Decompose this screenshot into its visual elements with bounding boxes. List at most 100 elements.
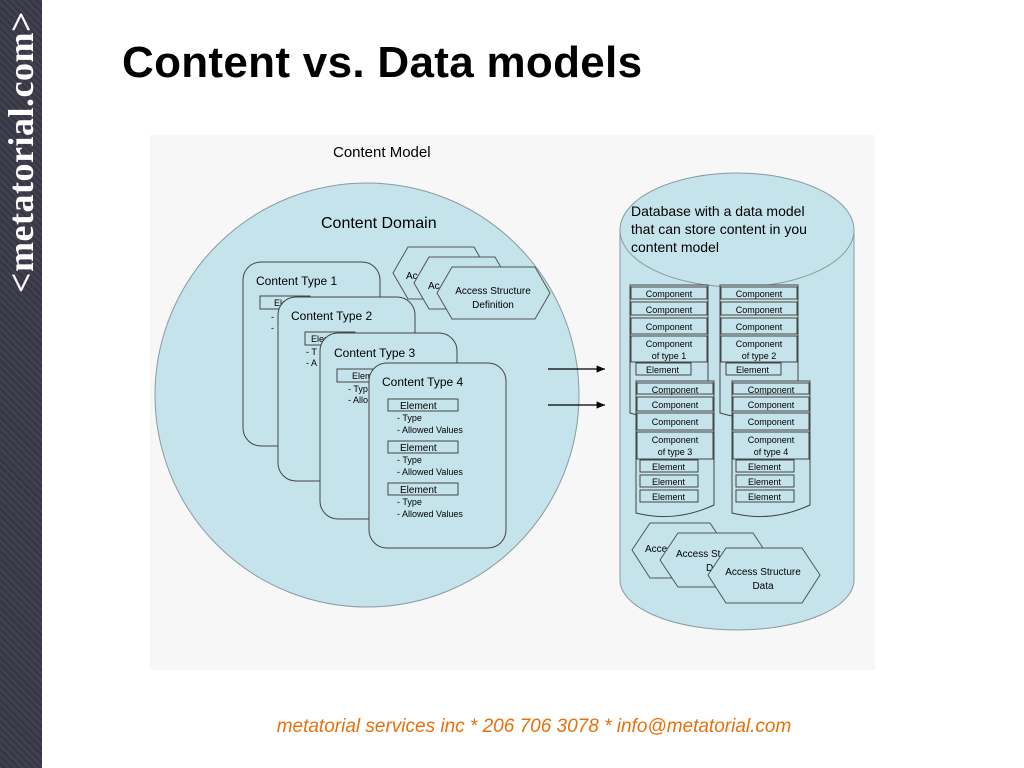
- access-structure-definition-stack: Acc Ac Access Structure Definition: [392, 246, 551, 320]
- doc4-component-typed-row: [732, 431, 810, 460]
- doc2-element-label: Element: [736, 365, 770, 375]
- doc2-component-label-3: Component: [736, 322, 783, 332]
- doc4-element-label-3: Element: [748, 492, 782, 502]
- ct4-type-3: - Type: [397, 497, 422, 507]
- doc3-element-label-2: Element: [652, 477, 686, 487]
- doc1-component-typed-row: [630, 335, 708, 363]
- doc3-component-label-3: Component: [652, 417, 699, 427]
- doc1-component-label-3: Component: [646, 322, 693, 332]
- doc3-element-box-2: [639, 474, 699, 488]
- access-def-back2-label: Ac: [428, 281, 440, 292]
- ct4-element-box-1: [387, 398, 459, 412]
- doc4-component-label-1: Component: [748, 385, 795, 395]
- ct2-type: - T: [306, 347, 317, 357]
- doc4-element-box-2: [735, 474, 795, 488]
- doc3-component-row-2: [636, 396, 714, 412]
- access-def-hexagon-front: [436, 266, 551, 320]
- doc3-element-box-1: [639, 459, 699, 473]
- content-type-2-title: Content Type 2: [291, 309, 372, 323]
- access-data-front-line2: Data: [752, 581, 774, 592]
- content-type-card-4: Content Type 4 Element - Type - Allowed …: [368, 362, 507, 549]
- doc1-component-label-1: Component: [646, 289, 693, 299]
- doc1-element-box: [635, 362, 692, 376]
- component-document-type-4: Component Component Component Component …: [731, 380, 811, 518]
- doc2-component-label-2: Component: [736, 305, 783, 315]
- ct4-element-box-2: [387, 440, 459, 454]
- doc2-component-typed-row: [720, 335, 798, 363]
- doc2-typed-label-1: Component: [736, 339, 783, 349]
- doc4-component-row-2: [732, 396, 810, 412]
- content-type-1-title: Content Type 1: [256, 274, 337, 288]
- database-caption-line3: content model: [631, 239, 719, 255]
- footer-contact: metatorial services inc * 206 706 3078 *…: [276, 716, 792, 737]
- component-document-type-2: Component Component Component Component …: [719, 284, 799, 418]
- doc4-typed-label-2: of type 4: [754, 447, 789, 457]
- doc4-element-box-1: [735, 459, 795, 473]
- doc3-typed-label-1: Component: [652, 435, 699, 445]
- doc3-element-box-3: [639, 489, 699, 503]
- ct4-element-box-3: [387, 482, 459, 496]
- doc1-typed-label-2: of type 1: [652, 351, 687, 361]
- doc1-component-row-3: [630, 317, 708, 335]
- access-data-front-line1: Access Structure: [725, 567, 801, 578]
- access-data-back1-label: Acces: [645, 544, 672, 555]
- doc3-component-row-1: [636, 382, 714, 395]
- database-caption-line1: Database with a data model: [631, 203, 805, 219]
- ct3-allowed: - Allo: [348, 395, 368, 405]
- doc3-element-label-1: Element: [652, 462, 686, 472]
- access-def-front-line1: Access Structure: [455, 286, 531, 297]
- access-data-back2b-label: D: [706, 563, 713, 574]
- ct4-allowed-2: - Allowed Values: [397, 467, 463, 477]
- access-def-back1-label: Acc: [406, 271, 423, 282]
- content-type-4-title: Content Type 4: [382, 375, 463, 389]
- doc2-component-label-1: Component: [736, 289, 783, 299]
- doc4-component-row-1: [732, 382, 810, 395]
- ct4-allowed-1: - Allowed Values: [397, 425, 463, 435]
- doc3-component-label-1: Component: [652, 385, 699, 395]
- ct4-type-1: - Type: [397, 413, 422, 423]
- ct1-dash-1: -: [271, 312, 274, 322]
- doc2-typed-label-2: of type 2: [742, 351, 777, 361]
- content-vs-data-diagram: Content Model Content Domain Acc Ac Acce…: [150, 135, 875, 670]
- access-structure-data-stack: Acces Access St D Access Structure Data: [631, 522, 821, 604]
- doc1-component-label-2: Component: [646, 305, 693, 315]
- database-caption-line2: that can store content in you: [631, 221, 807, 237]
- doc4-element-box-3: [735, 489, 795, 503]
- ct1-element-label: Ele: [274, 298, 287, 308]
- component-document-type-3: Component Component Component Component …: [635, 380, 715, 518]
- slide-title: Content vs. Data models: [122, 38, 643, 87]
- doc3-component-typed-row: [636, 431, 714, 460]
- doc2-component-row-3: [720, 317, 798, 335]
- access-def-front-line2: Definition: [472, 300, 514, 311]
- ct4-element-label-2: Element: [400, 443, 437, 454]
- content-type-3-title: Content Type 3: [334, 346, 415, 360]
- doc3-component-row-3: [636, 412, 714, 431]
- doc4-component-row-3: [732, 412, 810, 431]
- doc1-element-label: Element: [646, 365, 680, 375]
- doc1-component-row-2: [630, 301, 708, 316]
- ct4-element-label-3: Element: [400, 485, 437, 496]
- doc2-component-row-1: [720, 286, 798, 300]
- sidebar-brand-strip: <metatorial.com>: [0, 0, 42, 768]
- doc2-component-row-2: [720, 301, 798, 316]
- doc2-element-box: [725, 362, 782, 376]
- content-domain-label: Content Domain: [321, 215, 437, 232]
- ct3-type: - Typ: [348, 384, 368, 394]
- content-type-4-box: [368, 362, 507, 549]
- ct4-element-label-1: Element: [400, 401, 437, 412]
- doc4-element-label-2: Element: [748, 477, 782, 487]
- ct2-allowed: - A: [306, 358, 317, 368]
- ct4-type-2: - Type: [397, 455, 422, 465]
- access-data-back2-label: Access St: [676, 549, 721, 560]
- doc4-typed-label-1: Component: [748, 435, 795, 445]
- doc4-component-label-3: Component: [748, 417, 795, 427]
- content-model-heading: Content Model: [333, 144, 431, 161]
- doc1-typed-label-1: Component: [646, 339, 693, 349]
- ct4-allowed-3: - Allowed Values: [397, 509, 463, 519]
- ct2-element-label: Elem: [311, 334, 332, 344]
- doc3-element-label-3: Element: [652, 492, 686, 502]
- doc1-component-row-1: [630, 286, 708, 300]
- metatorial-logo: <metatorial.com>: [1, 11, 41, 293]
- doc4-element-label-1: Element: [748, 462, 782, 472]
- access-data-hexagon-front: [707, 547, 821, 604]
